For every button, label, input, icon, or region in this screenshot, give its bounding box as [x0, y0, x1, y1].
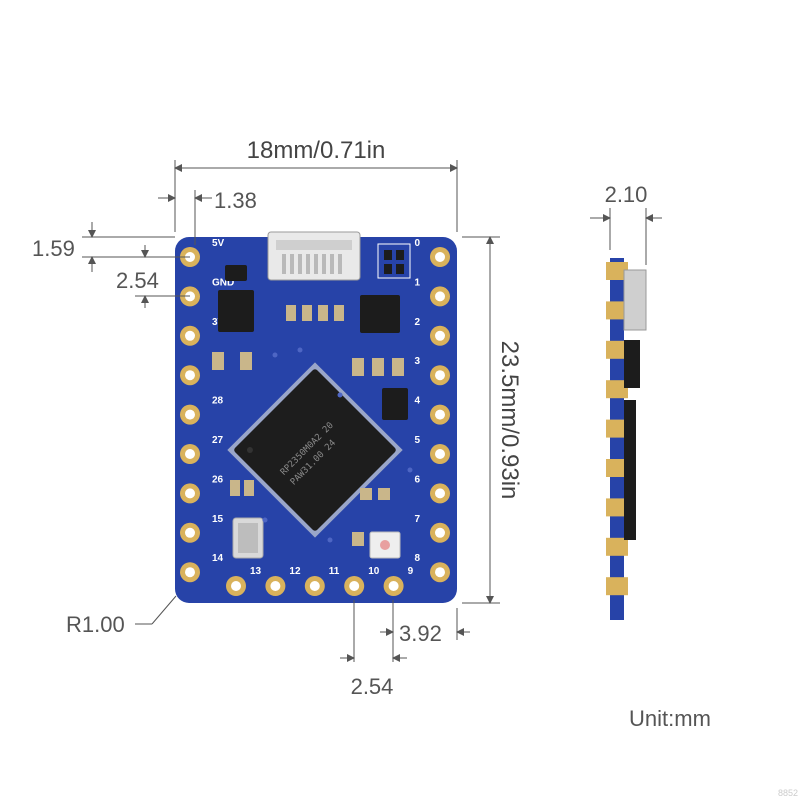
left-pad-hole	[185, 567, 195, 578]
left-pad-hole	[185, 330, 195, 341]
left-pin-label: 28	[212, 396, 224, 407]
right-pad-hole	[435, 330, 445, 341]
right-pin-label: 2	[414, 317, 420, 328]
bottom-castellated-pads	[226, 576, 404, 596]
right-pad-hole	[435, 252, 445, 262]
dimension-lines	[82, 160, 500, 662]
bottom-pad-hole	[309, 581, 320, 591]
right-pin-label: 8	[414, 553, 420, 564]
passive-components	[212, 305, 404, 546]
side-pad	[606, 537, 628, 556]
side-pad	[606, 419, 628, 438]
right-pad-hole	[435, 488, 445, 499]
side-pad	[606, 380, 628, 399]
side-pad	[606, 262, 628, 280]
vias	[262, 347, 413, 543]
right-pin-label: 6	[414, 474, 420, 485]
left-pin-label: 15	[212, 514, 224, 525]
right-pin-labels: 0 1 2 3 4 5 6 7 8	[414, 238, 420, 564]
right-pad-hole	[435, 409, 445, 420]
bottom-pin-label: 11	[329, 566, 340, 577]
top-to-pad-dimension: 1.59	[32, 236, 75, 261]
bottom-pad-hole	[270, 581, 281, 591]
thickness-dimension: 2.10	[605, 182, 648, 207]
bottom-pin-label: 12	[289, 566, 301, 577]
side-dimension-lines	[590, 208, 662, 265]
bottom-pad-hole	[231, 581, 241, 591]
right-pad-hole	[435, 527, 445, 538]
right-pad-hole	[435, 291, 445, 302]
width-dimension: 18mm/0.71in	[247, 137, 386, 164]
right-castellated-pads	[430, 247, 450, 583]
edge-to-pad-dimension: 1.38	[214, 188, 257, 213]
unit-label: Unit:mm	[629, 706, 711, 731]
side-component-1	[624, 340, 640, 388]
left-pin-label: 26	[212, 474, 224, 485]
side-pad	[606, 301, 628, 320]
left-castellated-pads	[180, 247, 200, 583]
height-dimension: 23.5mm/0.93in	[496, 341, 523, 500]
side-pad	[606, 340, 628, 359]
bottom-pad-hole	[388, 581, 399, 591]
right-pad-hole	[435, 449, 445, 459]
bottom-pin-label: 13	[250, 566, 262, 577]
mcu-chip: RP2350M0A2 20 PAW31.00 24	[227, 362, 403, 538]
left-pad-hole	[185, 527, 195, 538]
left-pin-label: 27	[212, 435, 224, 446]
right-pin-label: 5	[414, 435, 420, 446]
side-pad	[606, 498, 628, 517]
side-pad	[606, 577, 628, 596]
left-pad-hole	[185, 449, 195, 459]
right-pad-hole	[435, 370, 445, 381]
side-pad	[606, 459, 628, 477]
side-pads	[606, 262, 628, 596]
left-pad-hole	[185, 409, 195, 420]
crystal-top	[238, 523, 258, 553]
small-components	[218, 243, 411, 420]
bottom-pin-label: 9	[408, 566, 414, 577]
bottom-pad-hole	[349, 581, 360, 591]
bottom-right-offset-dimension: 3.92	[399, 621, 442, 646]
right-pin-label: 0	[414, 238, 420, 249]
right-pin-label: 7	[414, 514, 420, 525]
pin-pitch-vertical-dimension: 2.54	[116, 268, 159, 293]
left-pin-label: GND	[212, 277, 234, 288]
left-pin-label: 5V	[212, 238, 225, 249]
usb-connector-inner	[276, 240, 352, 250]
side-usb-connector	[623, 269, 647, 331]
left-pad-hole	[185, 370, 195, 381]
bottom-pin-label: 10	[368, 566, 380, 577]
corner-radius-dimension: R1.00	[66, 612, 125, 637]
usb-contacts	[282, 254, 342, 274]
rgb-led-die	[380, 540, 390, 550]
right-pin-label: 3	[414, 356, 420, 367]
side-component-2	[624, 400, 636, 540]
left-pin-label: 14	[212, 553, 224, 564]
pcb-side-view	[606, 258, 647, 620]
watermark: 8852	[778, 788, 798, 798]
left-pad-hole	[185, 488, 195, 499]
right-pin-label: 1	[414, 277, 420, 288]
pin-pitch-bottom-dimension: 2.54	[351, 674, 394, 699]
right-pin-label: 4	[414, 396, 420, 407]
bottom-pin-labels: 13 12 11 10 9	[250, 566, 414, 577]
right-pad-hole	[435, 567, 445, 578]
